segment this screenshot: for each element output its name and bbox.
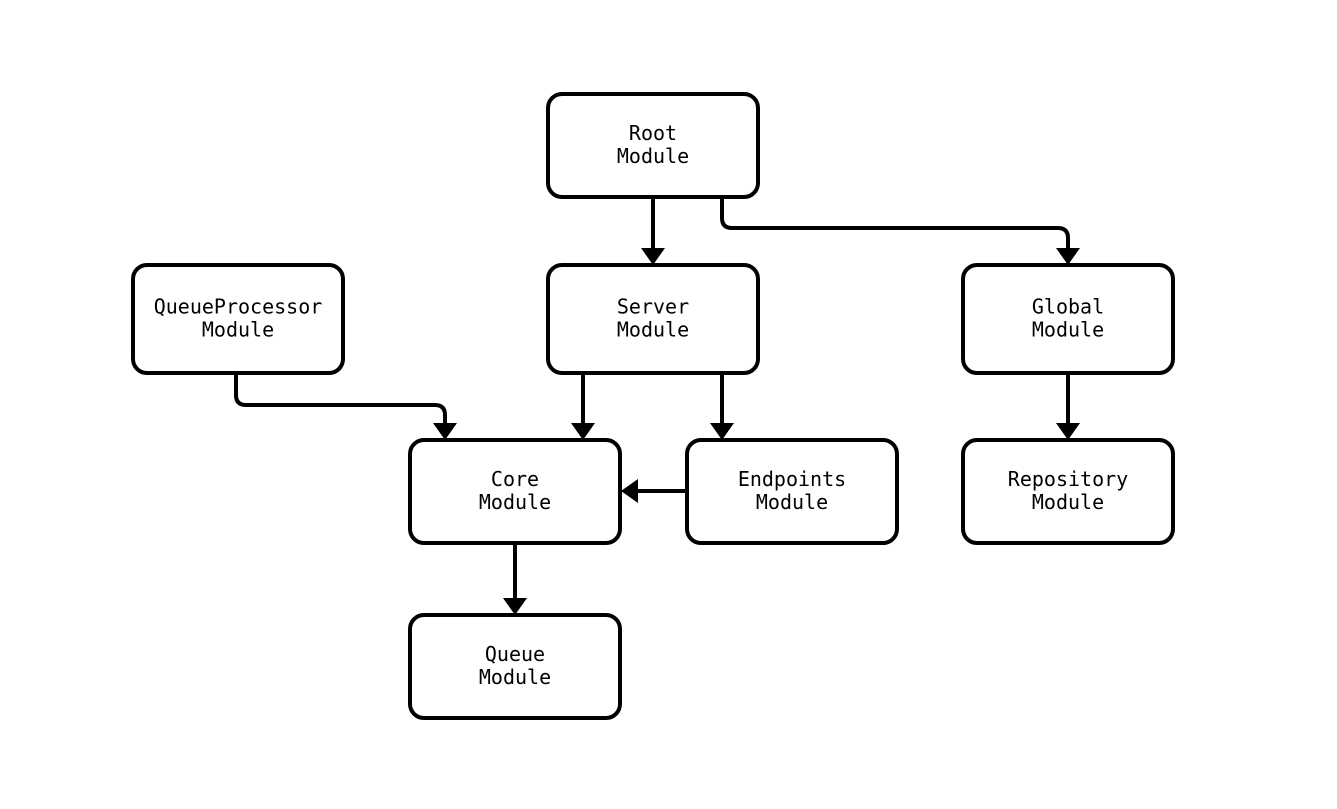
node-box[interactable] [408, 438, 622, 545]
node-label-line1: Root [629, 121, 677, 145]
node-box[interactable] [546, 263, 760, 375]
node-label-line2: Module [479, 490, 551, 514]
node-label-line1: Queue [485, 642, 545, 666]
edge-root-to-global [720, 197, 1080, 265]
node-box[interactable] [685, 438, 899, 545]
node-label-line2: Module [1032, 490, 1104, 514]
arrowhead-icon [433, 423, 457, 440]
node-label-line2: Module [756, 490, 828, 514]
node-label-line1: QueueProcessor [154, 295, 323, 319]
node-label-line2: Module [1032, 318, 1104, 342]
node-label-line1: Server [617, 295, 689, 319]
node-box[interactable] [961, 263, 1175, 375]
node-label-line2: Module [617, 144, 689, 168]
node-label-line2: Module [202, 318, 274, 342]
edge-line [720, 197, 1070, 248]
node-label-line1: Repository [1008, 467, 1128, 491]
node-label-line2: Module [617, 318, 689, 342]
edge-queueprocessor-to-core [234, 373, 457, 440]
edge-server-to-endpoints [710, 373, 734, 440]
node-box[interactable] [546, 92, 760, 199]
arrowhead-icon [571, 423, 595, 440]
edge-core-to-queue [503, 543, 527, 615]
node-box[interactable] [131, 263, 345, 375]
node-label-line1: Core [491, 467, 539, 491]
arrowhead-icon [621, 479, 638, 503]
arrowhead-icon [1056, 423, 1080, 440]
edge-layer [234, 197, 1080, 615]
edge-line [234, 373, 447, 423]
node-label-line1: Endpoints [738, 467, 846, 491]
node-box[interactable] [408, 613, 622, 720]
arrowhead-icon [503, 598, 527, 615]
node-label-line2: Module [479, 665, 551, 689]
arrowhead-icon [641, 248, 665, 265]
node-box[interactable] [961, 438, 1175, 545]
arrowhead-icon [710, 423, 734, 440]
edge-endpoints-to-core [621, 479, 687, 503]
arrowhead-icon [1056, 248, 1080, 265]
edge-server-to-core [571, 373, 595, 440]
edge-root-to-server [641, 197, 665, 265]
edge-global-to-repository [1056, 373, 1080, 440]
node-label-line1: Global [1032, 295, 1104, 319]
node-layer: RootModuleQueueProcessorModuleServerModu… [131, 92, 1175, 720]
